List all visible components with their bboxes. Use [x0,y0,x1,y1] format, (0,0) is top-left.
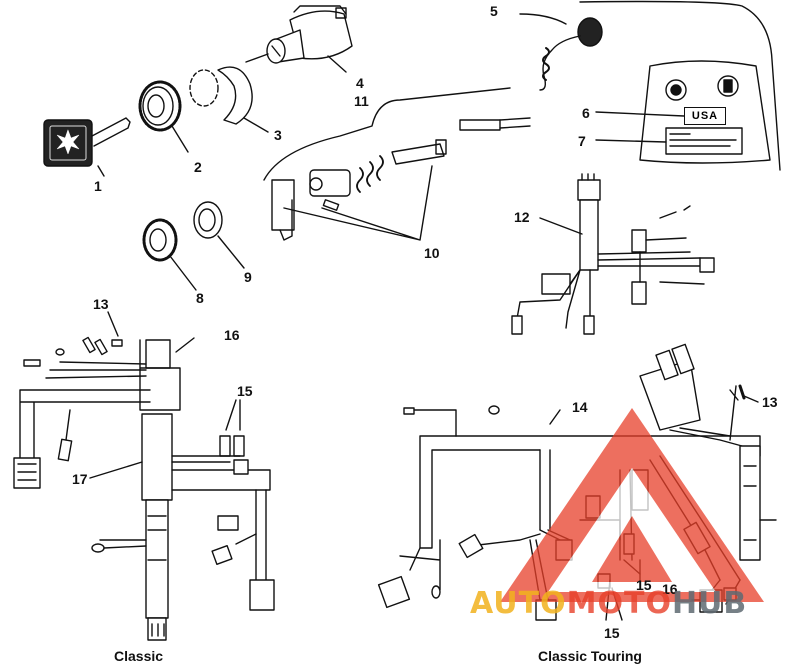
callout-10: 10 [424,245,440,261]
nut-part-8 [142,218,197,291]
watermark-logo: AUTOMOTOHUB [470,586,747,621]
callout-17: 17 [72,471,88,487]
callout-7: 7 [578,133,586,149]
callout-15-touring-bottom: 15 [604,625,620,641]
watermark-moto: MOTO [566,586,672,621]
callout-1: 1 [94,178,102,194]
callout-3: 3 [274,127,282,143]
callout-4: 4 [356,75,364,91]
washer-part-9 [193,201,245,269]
watermark-hub: HUB [671,586,748,621]
coil-cable-part-5 [519,13,603,91]
callout-8: 8 [196,290,204,306]
watermark-auto: AUTO [470,586,567,621]
key-part-1 [43,117,131,177]
usa-decal: USA [684,107,726,125]
callout-15-touring: 15 [636,577,652,593]
callout-12: 12 [514,209,530,225]
callout-15-classic: 15 [237,383,253,399]
callout-14: 14 [572,399,588,415]
nut-part-2 [138,80,189,153]
callout-2: 2 [194,159,202,175]
callout-5: 5 [490,3,498,19]
caption-classic: Classic [114,648,164,664]
dashed-spacer [189,69,219,107]
callout-13-classic: 13 [93,296,109,312]
callout-13-touring: 13 [762,394,778,410]
watermark-triangle [500,408,764,602]
washer-part-3 [217,66,269,133]
ignition-switch-part-4 [245,5,353,73]
mechanism-part-10 [263,87,531,241]
callout-6: 6 [582,105,590,121]
caption-classic-touring: Classic Touring [538,648,642,664]
harness-part-12 [511,173,715,335]
classic-harness [13,311,275,641]
callout-16-touring: 16 [662,581,678,597]
callout-9: 9 [244,269,252,285]
callout-16-classic: 16 [224,327,240,343]
callout-11: 11 [354,93,369,109]
dash-panel [579,0,781,171]
